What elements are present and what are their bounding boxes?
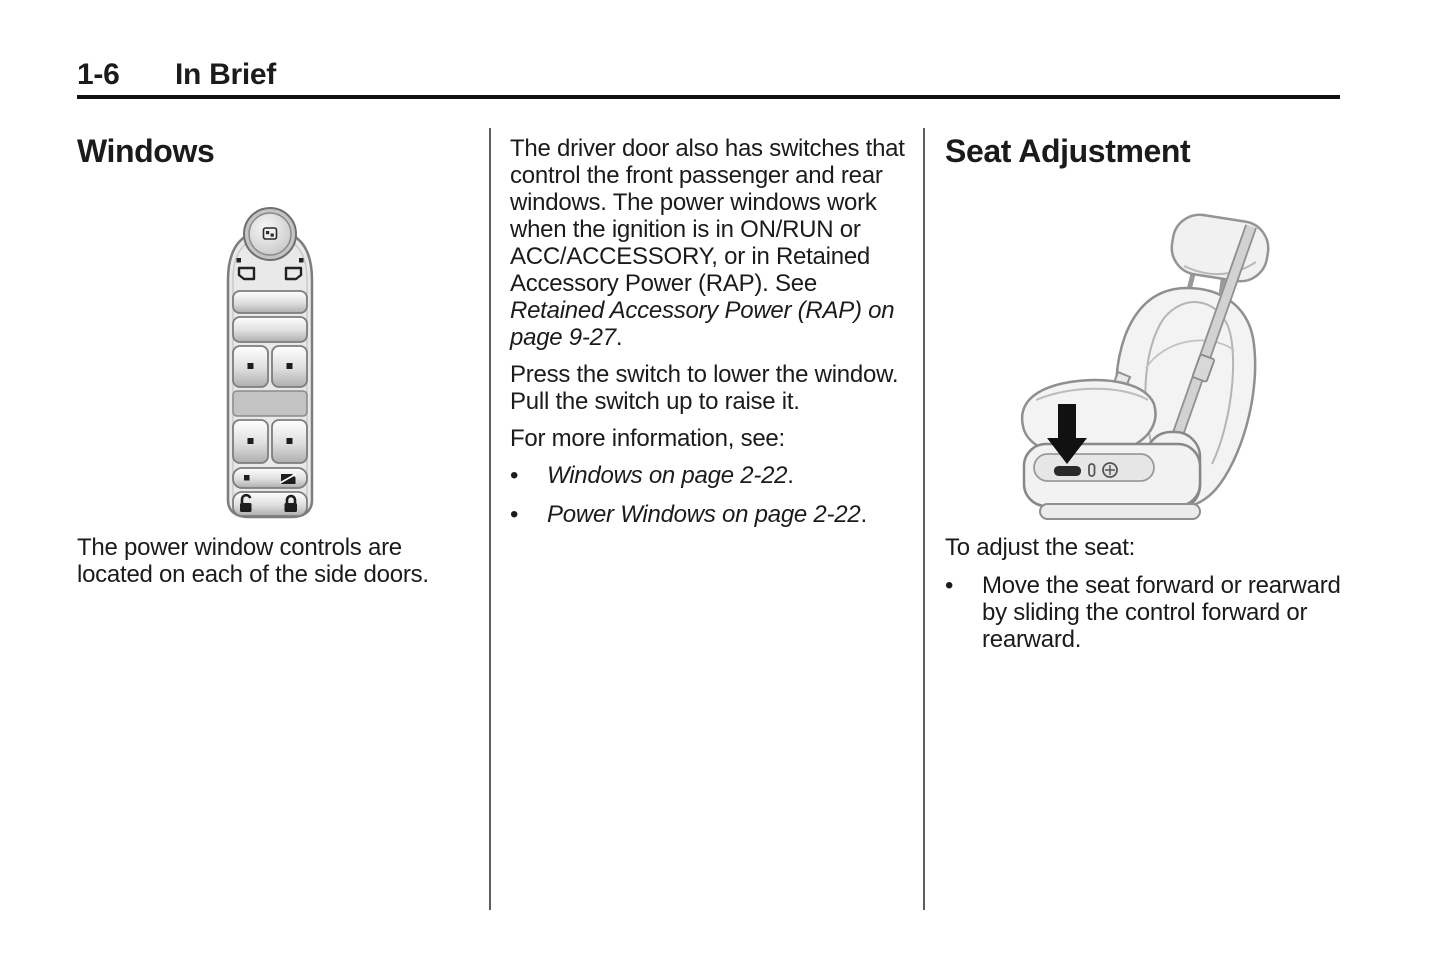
front-window-switches	[232, 345, 308, 388]
header-rule	[77, 95, 1340, 99]
reference-text: Power Windows on page 2-22.	[547, 501, 912, 528]
seat-adjust-list-item: • Move the seat forward or rearward by s…	[945, 572, 1341, 653]
paragraph-1-regular: The driver door also has switches that c…	[510, 135, 905, 297]
seat-adjustment-illustration	[1021, 213, 1270, 520]
recline-knob-icon	[1102, 462, 1118, 478]
rocker-switch-top	[232, 290, 308, 314]
reference-text: Windows on page 2-22.	[547, 462, 912, 489]
bullet-marker: •	[945, 572, 954, 599]
column-separator-right	[923, 128, 925, 910]
rocker-switch-second	[232, 316, 308, 343]
reference-period: .	[860, 501, 867, 528]
seat-adjust-list: • Move the seat forward or rearward by s…	[945, 572, 1341, 665]
reference-list-item-windows: • Windows on page 2-22.	[510, 462, 912, 489]
rear-window-switches	[232, 419, 308, 464]
power-windows-paragraph-2: Press the switch to lower the window. Pu…	[510, 361, 899, 415]
page-section-title: In Brief	[175, 58, 276, 91]
power-windows-cross-reference: Power Windows on page 2-22	[547, 501, 861, 528]
power-windows-paragraph-1: The driver door also has switches that c…	[510, 135, 912, 351]
bullet-marker: •	[510, 462, 519, 489]
left-mirror-icon	[236, 258, 256, 281]
seat-belt-buckle	[1191, 353, 1215, 383]
unlock-icon	[240, 493, 252, 512]
lock-icon	[284, 494, 297, 512]
window-lockout-switch	[232, 467, 308, 489]
panel-divider-band	[232, 390, 308, 417]
seat-adjust-intro: To adjust the seat:	[945, 534, 1136, 561]
lumbar-control-icon	[1088, 463, 1096, 477]
paragraph-1-period: .	[615, 324, 623, 351]
headrest	[1170, 213, 1270, 283]
mirror-select-knob-icon	[243, 207, 297, 261]
seat-adjust-control-icons	[1054, 462, 1118, 478]
door-lock-switch	[232, 491, 308, 517]
seat-slide-control-icon	[1054, 466, 1081, 476]
seat-adjustment-heading: Seat Adjustment	[945, 133, 1191, 169]
bullet-marker: •	[510, 501, 519, 528]
seat-adjust-instruction: Move the seat forward or rearward by sli…	[982, 572, 1341, 653]
power-window-controls-illustration	[226, 207, 314, 519]
column-separator-left	[489, 128, 491, 910]
paragraph-1-cross-reference: Retained Accessory Power (RAP) on page 9…	[510, 297, 895, 351]
window-lockout-icon	[279, 473, 297, 484]
windows-cross-reference: Windows on page 2-22	[547, 462, 788, 489]
power-windows-info-column: The driver door also has switches that c…	[510, 135, 912, 540]
right-mirror-icon	[284, 258, 304, 281]
reference-period: .	[787, 462, 794, 489]
windows-heading: Windows	[77, 133, 215, 169]
down-arrow-icon	[1047, 404, 1087, 464]
reference-list-item-power-windows: • Power Windows on page 2-22.	[510, 501, 912, 528]
windows-caption: The power window controls are located on…	[77, 534, 429, 588]
page-number: 1-6	[77, 58, 120, 91]
more-information-lead-in: For more information, see:	[510, 425, 785, 452]
